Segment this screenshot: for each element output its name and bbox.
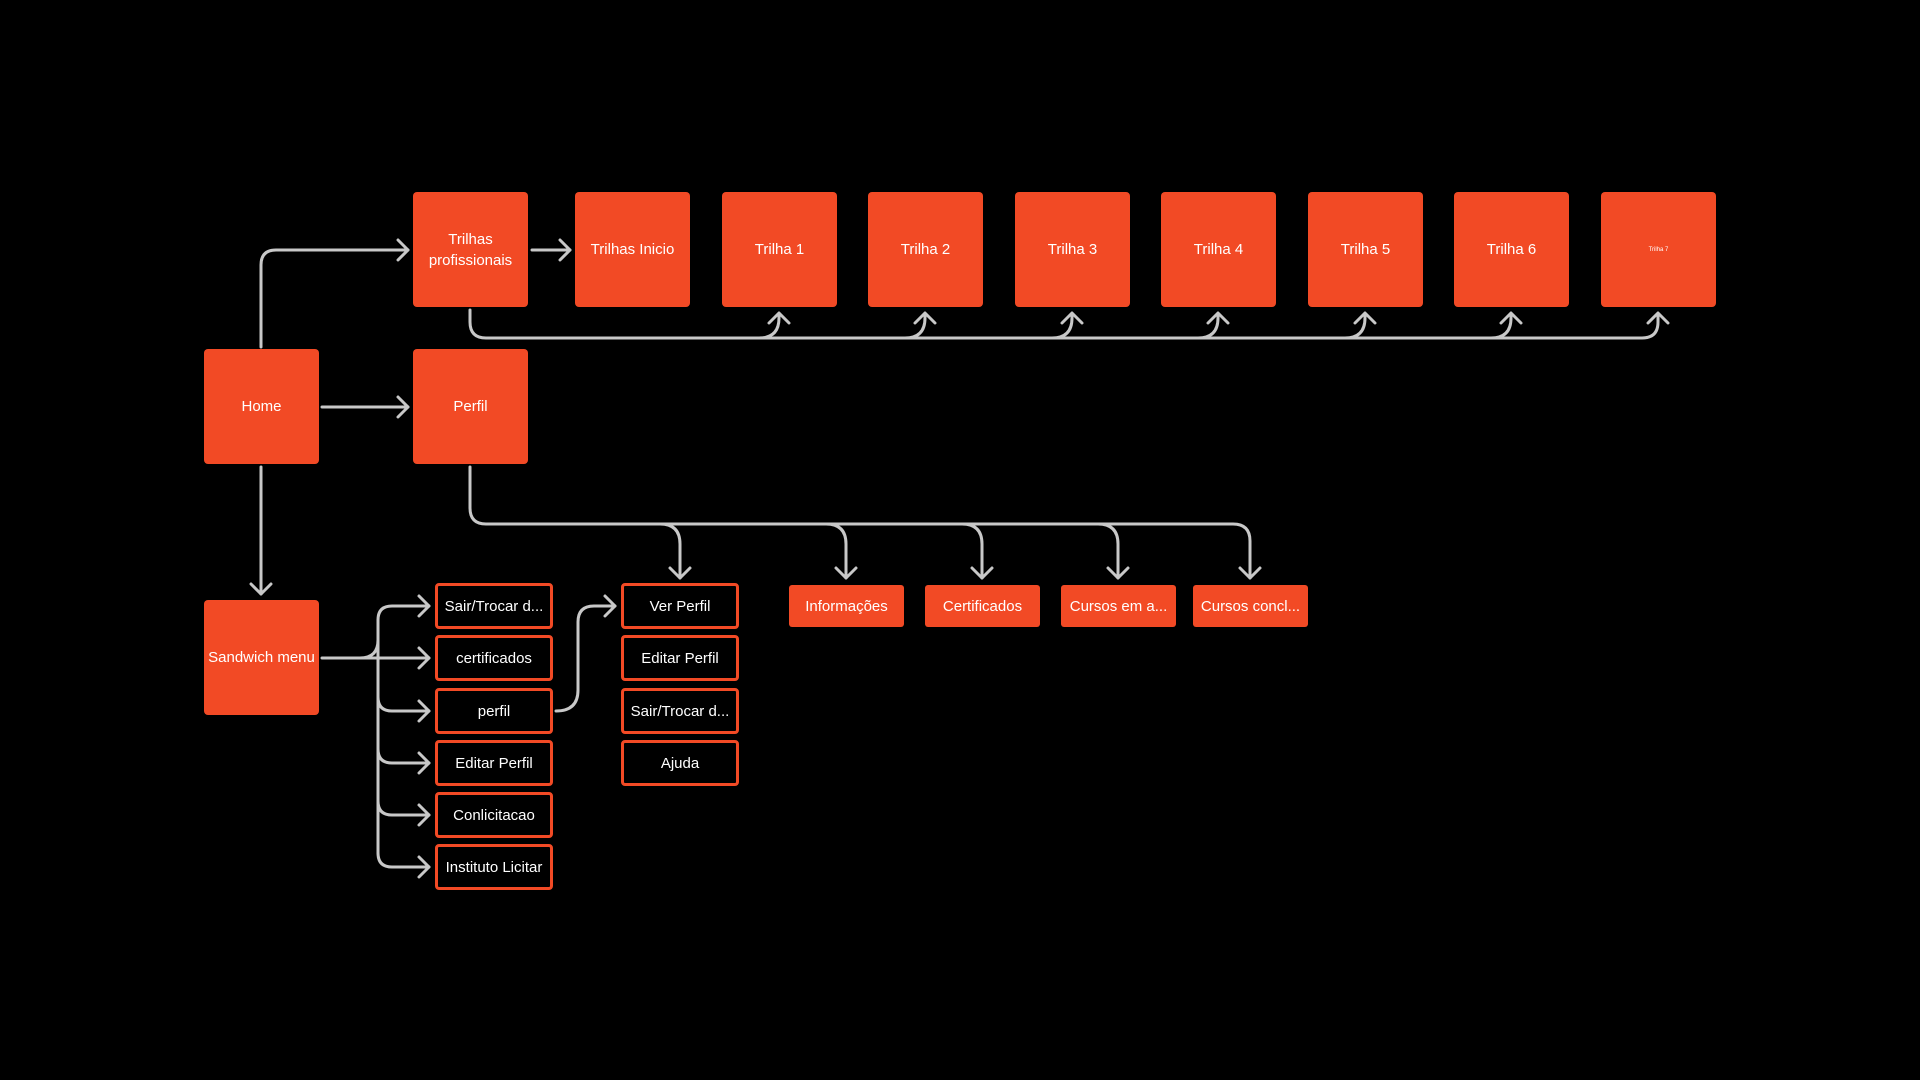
node-menu-conlicitacao[interactable]: Conlicitacao — [435, 792, 553, 838]
node-trilha-7[interactable]: Trilha 7 — [1601, 192, 1716, 307]
node-sub-sair[interactable]: Sair/Trocar d... — [621, 688, 739, 734]
connector-trilhas-bus — [468, 308, 1660, 340]
node-trilha-5-label: Trilha 5 — [1340, 241, 1391, 258]
node-menu-instituto-licitar[interactable]: Instituto Licitar — [435, 844, 553, 890]
arrowhead-trilha-5 — [1353, 311, 1377, 325]
node-trilha-1[interactable]: Trilha 1 — [722, 192, 837, 307]
arrowhead-perfil-child-1 — [668, 566, 692, 580]
node-sandwich-menu-label: Sandwich menu — [208, 649, 315, 666]
arrowhead-menu-item-1 — [417, 594, 431, 618]
node-perfil[interactable]: Perfil — [413, 349, 528, 464]
node-cursos-concluidos-label: Cursos concl... — [1200, 597, 1301, 615]
connector-trilha-3 — [1050, 312, 1074, 340]
node-sub-sair-label: Sair/Trocar d... — [630, 702, 730, 720]
connector-trilha-4 — [1196, 312, 1220, 340]
connector-menu-item-4 — [376, 747, 431, 765]
connector-perfil-ver — [554, 604, 617, 713]
node-sandwich-menu[interactable]: Sandwich menu — [204, 600, 319, 715]
node-trilha-4[interactable]: Trilha 4 — [1161, 192, 1276, 307]
node-menu-sair[interactable]: Sair/Trocar d... — [435, 583, 553, 629]
connector-home-trilhas — [259, 248, 410, 349]
node-trilhas-inicio[interactable]: Trilhas Inicio — [575, 192, 690, 307]
node-menu-perfil-label: perfil — [477, 702, 511, 720]
node-sub-ajuda-label: Ajuda — [660, 754, 700, 772]
arrowhead-menu-item-2 — [417, 646, 431, 670]
connector-trilha-6 — [1489, 312, 1513, 340]
node-informacoes-label: Informações — [805, 597, 888, 615]
connector-trilha-5 — [1343, 312, 1367, 340]
arrowhead-perfil-child-2 — [834, 566, 858, 580]
arrowhead-trilhas-inicio — [558, 238, 572, 262]
connector-trilha-2 — [903, 312, 927, 340]
arrowhead-trilha-2 — [913, 311, 937, 325]
arrowhead-trilha-4 — [1206, 311, 1230, 325]
arrowhead-menu-item-6 — [417, 855, 431, 879]
node-cursos-concluidos[interactable]: Cursos concl... — [1193, 585, 1308, 627]
connector-perfil-child-1 — [658, 522, 682, 580]
node-trilha-1-label: Trilha 1 — [754, 241, 805, 258]
arrowhead-perfil-child-4 — [1106, 566, 1130, 580]
arrowhead-trilha-6 — [1499, 311, 1523, 325]
node-perfil-label: Perfil — [453, 398, 488, 415]
node-menu-conlicitacao-label: Conlicitacao — [453, 806, 535, 824]
connector-menu-item-6 — [376, 851, 431, 869]
node-menu-instituto-licitar-label: Instituto Licitar — [445, 858, 543, 876]
node-sub-ajuda[interactable]: Ajuda — [621, 740, 739, 786]
node-sub-editar-perfil-label: Editar Perfil — [641, 649, 719, 667]
node-menu-perfil[interactable]: perfil — [435, 688, 553, 734]
node-certificados[interactable]: Certificados — [925, 585, 1040, 627]
node-menu-certificados-label: certificados — [456, 649, 532, 667]
arrowhead-trilha-7 — [1646, 311, 1670, 325]
connector-menu-item-5 — [376, 799, 431, 817]
node-sub-ver-perfil-label: Ver Perfil — [649, 597, 711, 615]
node-trilha-2[interactable]: Trilha 2 — [868, 192, 983, 307]
node-trilha-6-label: Trilha 6 — [1486, 241, 1537, 258]
connector-perfil-child-3 — [960, 522, 984, 580]
arrowhead-trilha-1 — [767, 311, 791, 325]
node-menu-editar-perfil-label: Editar Perfil — [455, 754, 533, 772]
node-sub-ver-perfil[interactable]: Ver Perfil — [621, 583, 739, 629]
node-trilha-7-label: Trilha 7 — [1648, 246, 1669, 253]
node-trilhas-profissionais[interactable]: Trilhas profissionais — [413, 192, 528, 307]
arrowhead-home-trilhas — [396, 238, 410, 262]
connector-perfil-bus — [468, 465, 1252, 580]
connector-perfil-child-4 — [1096, 522, 1120, 580]
node-trilha-5[interactable]: Trilha 5 — [1308, 192, 1423, 307]
node-menu-sair-label: Sair/Trocar d... — [444, 597, 544, 615]
node-trilhas-profissionais-label: Trilhas profissionais — [428, 230, 513, 269]
node-trilha-3[interactable]: Trilha 3 — [1015, 192, 1130, 307]
arrowhead-perfil-child-3 — [970, 566, 994, 580]
arrowhead-menu-item-5 — [417, 803, 431, 827]
arrowhead-perfil-ver — [603, 594, 617, 618]
node-cursos-em-andamento[interactable]: Cursos em a... — [1061, 585, 1176, 627]
node-trilhas-inicio-label: Trilhas Inicio — [590, 241, 675, 258]
arrowhead-trilha-3 — [1060, 311, 1084, 325]
node-certificados-label: Certificados — [942, 597, 1023, 615]
node-home[interactable]: Home — [204, 349, 319, 464]
node-menu-certificados[interactable]: certificados — [435, 635, 553, 681]
node-informacoes[interactable]: Informações — [789, 585, 904, 627]
connector-trilha-1 — [757, 312, 781, 340]
arrowhead-home-sandwich — [249, 582, 273, 596]
node-trilha-2-label: Trilha 2 — [900, 241, 951, 258]
node-sub-editar-perfil[interactable]: Editar Perfil — [621, 635, 739, 681]
node-home-label: Home — [241, 398, 282, 415]
arrowhead-menu-item-4 — [417, 751, 431, 775]
arrowhead-home-perfil — [396, 395, 410, 419]
connector-menu-item-3 — [376, 695, 431, 713]
node-trilha-4-label: Trilha 4 — [1193, 241, 1244, 258]
node-cursos-em-andamento-label: Cursos em a... — [1069, 597, 1168, 615]
node-menu-editar-perfil[interactable]: Editar Perfil — [435, 740, 553, 786]
arrowhead-menu-item-3 — [417, 699, 431, 723]
connector-perfil-child-2 — [824, 522, 848, 580]
node-trilha-6[interactable]: Trilha 6 — [1454, 192, 1569, 307]
connector-menu-item-1 — [358, 604, 431, 660]
node-trilha-3-label: Trilha 3 — [1047, 241, 1098, 258]
arrowhead-perfil-child-5 — [1238, 566, 1262, 580]
